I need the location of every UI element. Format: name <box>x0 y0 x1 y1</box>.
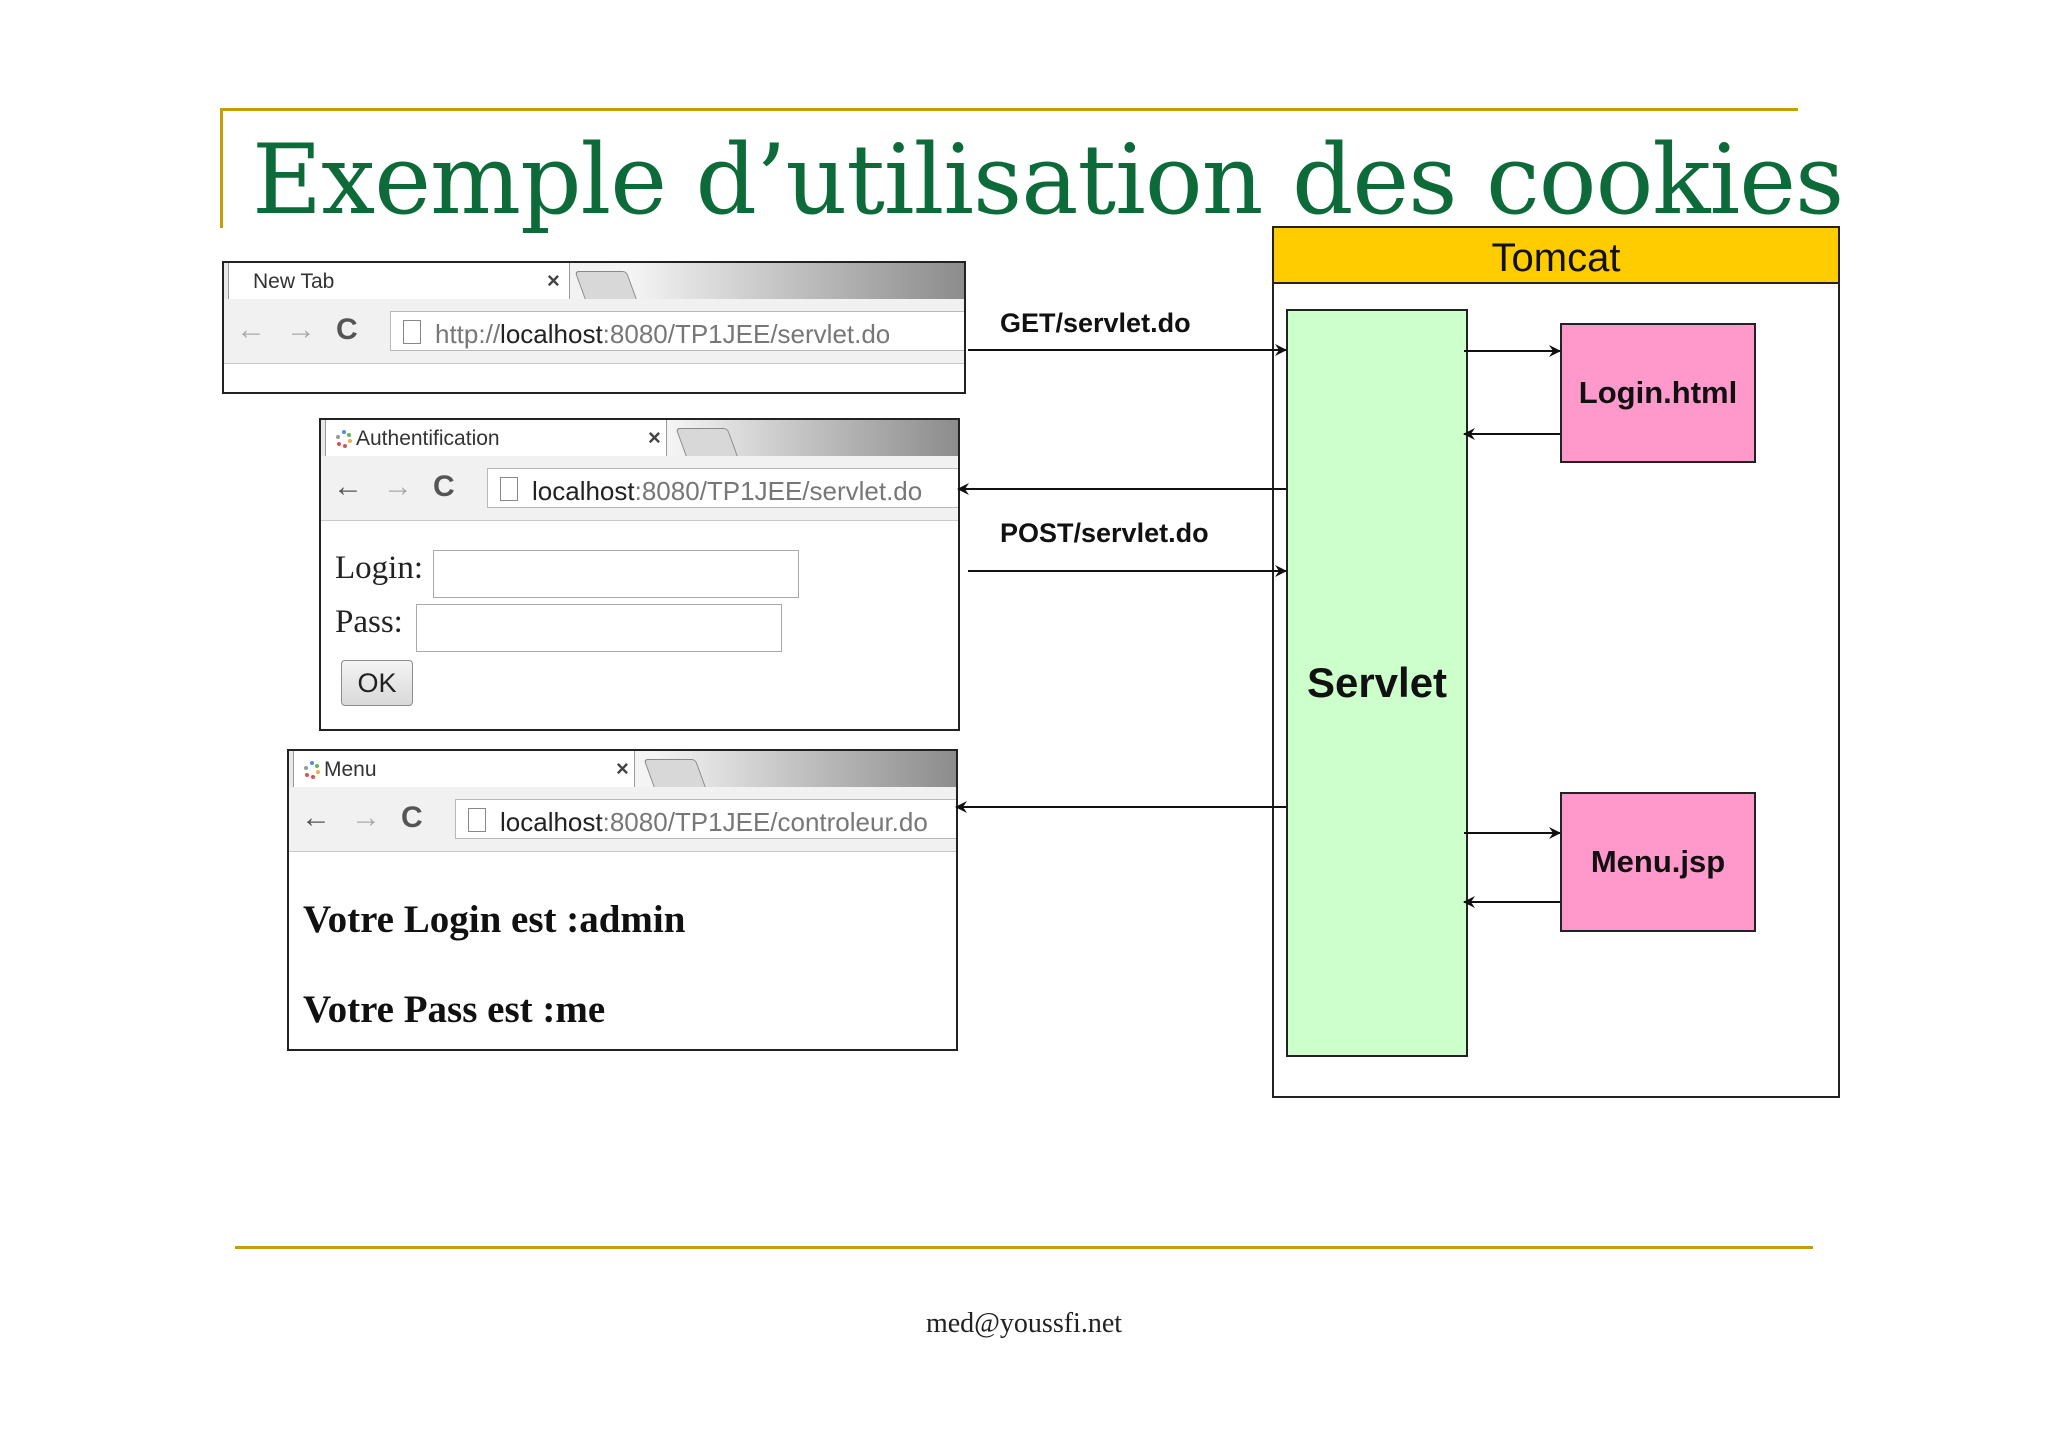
slide-title: Exemple d’utilisation des cookies <box>252 124 1844 236</box>
browser-window-new-tab: New Tab × ← → C http://localhost:8080/TP… <box>222 261 966 394</box>
loading-spinner-icon <box>336 430 352 448</box>
back-arrow-icon[interactable]: ← <box>301 801 331 834</box>
footer-rule <box>235 1246 1813 1249</box>
address-bar[interactable]: localhost:8080/TP1JEE/controleur.do <box>455 799 956 839</box>
tomcat-label: Tomcat <box>1491 236 1621 280</box>
title-rule-top <box>220 108 1798 111</box>
page-icon <box>500 477 518 501</box>
login-html-label: Login.html <box>1578 375 1738 410</box>
forward-arrow-icon[interactable]: → <box>351 801 381 834</box>
login-html-box: Login.html <box>1560 323 1756 463</box>
login-input[interactable] <box>433 550 799 598</box>
reload-icon[interactable]: C <box>401 801 423 834</box>
close-icon[interactable]: × <box>648 425 661 450</box>
page-icon <box>403 320 421 344</box>
back-arrow-icon[interactable]: ← <box>333 470 363 503</box>
url-text: http://localhost:8080/TP1JEE/servlet.do <box>435 319 891 349</box>
page-icon <box>468 808 486 832</box>
browser-toolbar: ← → C http://localhost:8080/TP1JEE/servl… <box>224 299 964 364</box>
browser-window-authentification: Authentification × ← → C localhost:8080/… <box>319 418 960 731</box>
login-result-text: Votre Login est :admin <box>303 898 686 941</box>
servlet-box: Servlet <box>1286 309 1468 1057</box>
pass-input[interactable] <box>416 604 782 652</box>
reload-icon[interactable]: C <box>433 470 455 503</box>
tab-strip: Authentification × <box>321 420 958 458</box>
url-text: localhost:8080/TP1JEE/controleur.do <box>500 807 928 837</box>
ok-button[interactable]: OK <box>341 660 413 706</box>
tab-authentification[interactable]: Authentification × <box>325 420 667 456</box>
tab-menu[interactable]: Menu × <box>293 751 635 787</box>
browser-window-menu: Menu × ← → C localhost:8080/TP1JEE/contr… <box>287 749 958 1051</box>
tab-title: New Tab <box>253 270 335 293</box>
tab-title: Menu <box>324 758 377 781</box>
close-icon[interactable]: × <box>547 268 560 293</box>
tab-title: Authentification <box>356 427 500 450</box>
loading-spinner-icon <box>304 761 320 779</box>
back-arrow-icon[interactable]: ← <box>236 313 266 346</box>
tab-strip: New Tab × <box>224 263 964 301</box>
browser-toolbar: ← → C localhost:8080/TP1JEE/servlet.do <box>321 456 958 521</box>
close-icon[interactable]: × <box>616 756 629 781</box>
login-label: Login: <box>335 550 423 586</box>
tab-new-tab[interactable]: New Tab × <box>228 263 570 299</box>
pass-result-text: Votre Pass est :me <box>303 988 606 1031</box>
footer-email: med@youssfi.net <box>925 1308 1123 1339</box>
servlet-label: Servlet <box>1306 659 1448 706</box>
tab-strip: Menu × <box>289 751 956 789</box>
url-text: localhost:8080/TP1JEE/servlet.do <box>532 476 923 506</box>
get-request-label: GET/servlet.do <box>1000 308 1191 338</box>
title-rule-left <box>220 108 223 228</box>
forward-arrow-icon[interactable]: → <box>383 470 413 503</box>
menu-jsp-box: Menu.jsp <box>1560 792 1756 932</box>
address-bar[interactable]: localhost:8080/TP1JEE/servlet.do <box>487 468 958 508</box>
pass-label: Pass: <box>335 604 403 640</box>
post-request-label: POST/servlet.do <box>1000 518 1209 548</box>
address-bar[interactable]: http://localhost:8080/TP1JEE/servlet.do <box>390 311 964 351</box>
tomcat-header: Tomcat <box>1274 228 1838 284</box>
menu-jsp-label: Menu.jsp <box>1590 844 1726 879</box>
forward-arrow-icon[interactable]: → <box>286 313 316 346</box>
reload-icon[interactable]: C <box>336 313 358 346</box>
browser-toolbar: ← → C localhost:8080/TP1JEE/controleur.d… <box>289 787 956 852</box>
